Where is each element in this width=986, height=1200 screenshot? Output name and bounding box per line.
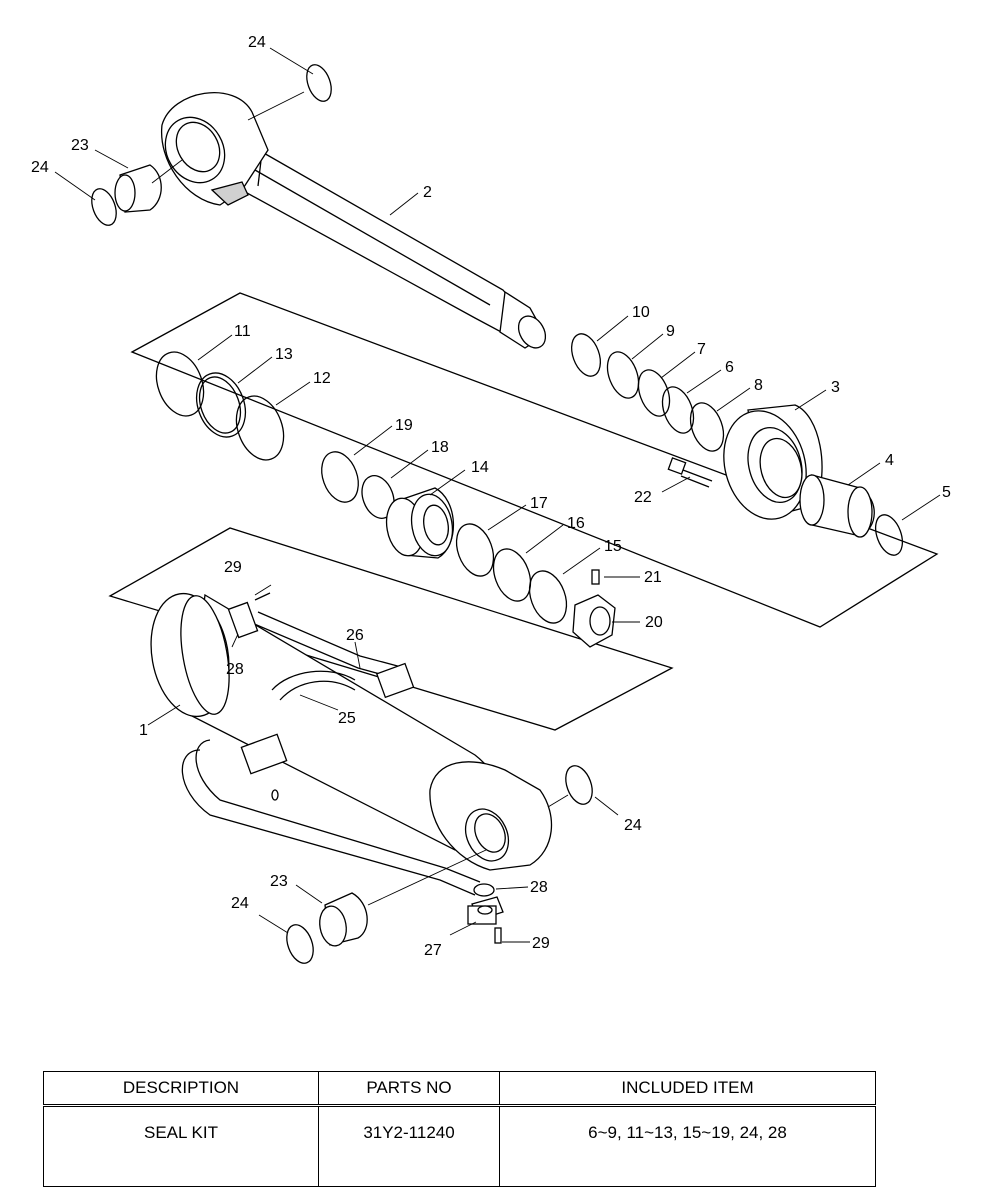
piston-14 [385,487,455,559]
bolt-22 [667,457,713,488]
callout-label: 1 [139,722,148,739]
callout-label: 8 [754,377,763,394]
callout-label: 13 [275,346,293,363]
callout-label: 21 [644,569,662,586]
column-header-parts-no: PARTS NO [318,1071,500,1107]
ring-seals [91,64,904,964]
callout-label: 10 [632,304,650,321]
brackets [227,592,504,944]
column-header-description: DESCRIPTION [43,1071,319,1107]
cylinder-tube [150,592,553,896]
callout-label: 29 [224,559,242,576]
callout-label: 15 [604,538,622,555]
callout-label: 26 [346,627,364,644]
callout-label: 24 [624,817,642,834]
callout-label: 5 [942,484,951,501]
callout-label: 23 [71,137,89,154]
callout-label: 17 [530,495,548,512]
table-header-row: DESCRIPTION PARTS NO INCLUDED ITEM [43,1071,876,1107]
callout-label: 14 [471,459,489,476]
callout-label: 25 [338,710,356,727]
callout-label: 29 [532,935,550,952]
cell-included-item: 6~9, 11~13, 15~19, 24, 28 [499,1105,876,1187]
callout-label: 2 [423,184,432,201]
exploded-parts-diagram: 24 23 24 2 10 9 7 6 8 3 11 13 12 19 18 1… [31,34,951,964]
cell-description: SEAL KIT [43,1105,319,1187]
leader-lines [54,47,941,943]
piston-rod [161,91,547,349]
nut-20 [572,569,616,648]
callout-label: 28 [530,879,548,896]
callout-label: 9 [666,323,675,340]
callout-label: 22 [634,489,652,506]
callout-label: 24 [248,34,266,51]
seal-group-frame [130,292,939,628]
callout-label: 16 [567,515,585,532]
callout-label: 11 [234,323,251,340]
callout-label: 19 [395,417,413,434]
callout-label: 6 [725,359,734,376]
callout-label: 24 [231,895,249,912]
callout-labels: 24 23 24 2 10 9 7 6 8 3 11 13 12 19 18 1… [31,34,951,959]
callout-label: 20 [645,614,663,631]
bushing-23 [319,892,368,947]
callout-label: 12 [313,370,331,387]
callout-label: 3 [831,379,840,396]
bushing-4 [799,474,875,538]
seal-kit-table: DESCRIPTION PARTS NO INCLUDED ITEM SEAL … [43,1071,876,1187]
callout-label: 28 [226,661,244,678]
callout-label: 23 [270,873,288,890]
callout-label: 4 [885,452,894,469]
table-row: SEAL KIT 31Y2-11240 6~9, 11~13, 15~19, 2… [43,1105,876,1187]
callout-label: 27 [424,942,442,959]
callout-label: 24 [31,159,49,176]
callout-label: 18 [431,439,449,456]
callout-label: 7 [697,341,706,358]
cell-parts-no: 31Y2-11240 [318,1105,500,1187]
column-header-included-item: INCLUDED ITEM [499,1071,876,1107]
